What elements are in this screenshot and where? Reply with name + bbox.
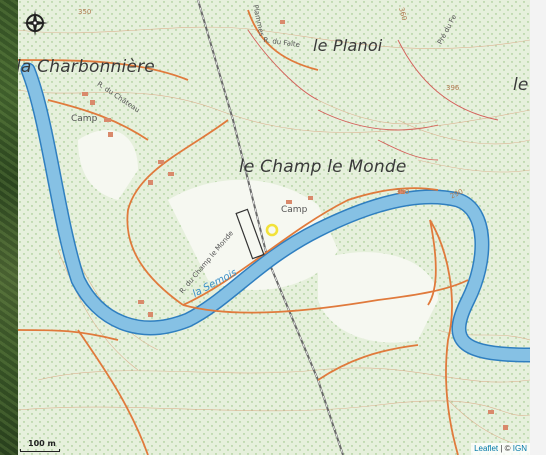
place-label-planoi: le Planoi	[313, 36, 383, 55]
buildings	[82, 20, 508, 430]
meadow-area	[78, 130, 138, 200]
roads	[18, 9, 469, 455]
meadow-area	[318, 252, 438, 343]
scale-line	[20, 449, 60, 452]
map-attribution: Leaflet | © IGN	[471, 443, 530, 455]
compass-icon-graphic	[22, 10, 48, 36]
place-label-camp: Camp	[281, 205, 308, 215]
scale-bar: 100 m	[20, 439, 90, 453]
map-canvas[interactable]	[18, 0, 530, 455]
satellite-imagery-strip	[0, 0, 18, 455]
scale-label: 100 m	[28, 439, 56, 448]
river-semois	[22, 64, 530, 361]
meadow-area	[168, 179, 338, 290]
leaflet-link[interactable]: Leaflet	[474, 444, 499, 453]
compass-icon[interactable]	[20, 8, 50, 38]
location-marker[interactable]	[265, 223, 279, 237]
altitude-label: 350	[78, 8, 92, 16]
place-label-champ-le-monde: le Champ le Monde	[239, 157, 407, 177]
minor-roads	[247, 29, 499, 161]
railway-line	[197, 0, 344, 455]
attribution-separator: | ©	[498, 444, 513, 453]
altitude-label: 350	[396, 188, 410, 196]
bridge	[235, 208, 265, 260]
topographic-map[interactable]: la Charbonnière le Planoi le Champ le Mo…	[18, 0, 530, 455]
altitude-label: 396	[446, 84, 460, 92]
place-label-camp: Camp	[71, 114, 98, 124]
place-label-le: le	[513, 75, 529, 95]
place-label-charbonniere: la Charbonnière	[18, 57, 155, 77]
map-right-margin	[530, 0, 546, 455]
ign-link[interactable]: IGN	[512, 444, 527, 453]
